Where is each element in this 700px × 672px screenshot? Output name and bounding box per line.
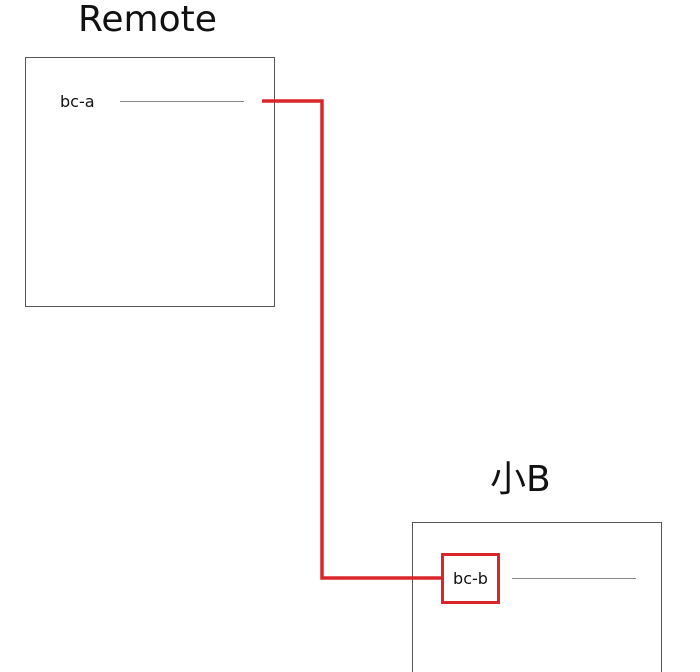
target-title: 小B <box>490 459 551 500</box>
target-port-highlight: bc-b <box>441 553 500 604</box>
remote-title: Remote <box>78 0 217 40</box>
remote-port-line <box>120 101 244 102</box>
diagram-canvas: Remote bc-a 小B bc-b <box>25 0 662 672</box>
red-connector-line <box>262 99 441 580</box>
remote-box <box>25 57 275 307</box>
target-port-line <box>512 578 636 579</box>
remote-port-label: bc-a <box>60 92 95 111</box>
target-port-label: bc-b <box>453 568 488 588</box>
